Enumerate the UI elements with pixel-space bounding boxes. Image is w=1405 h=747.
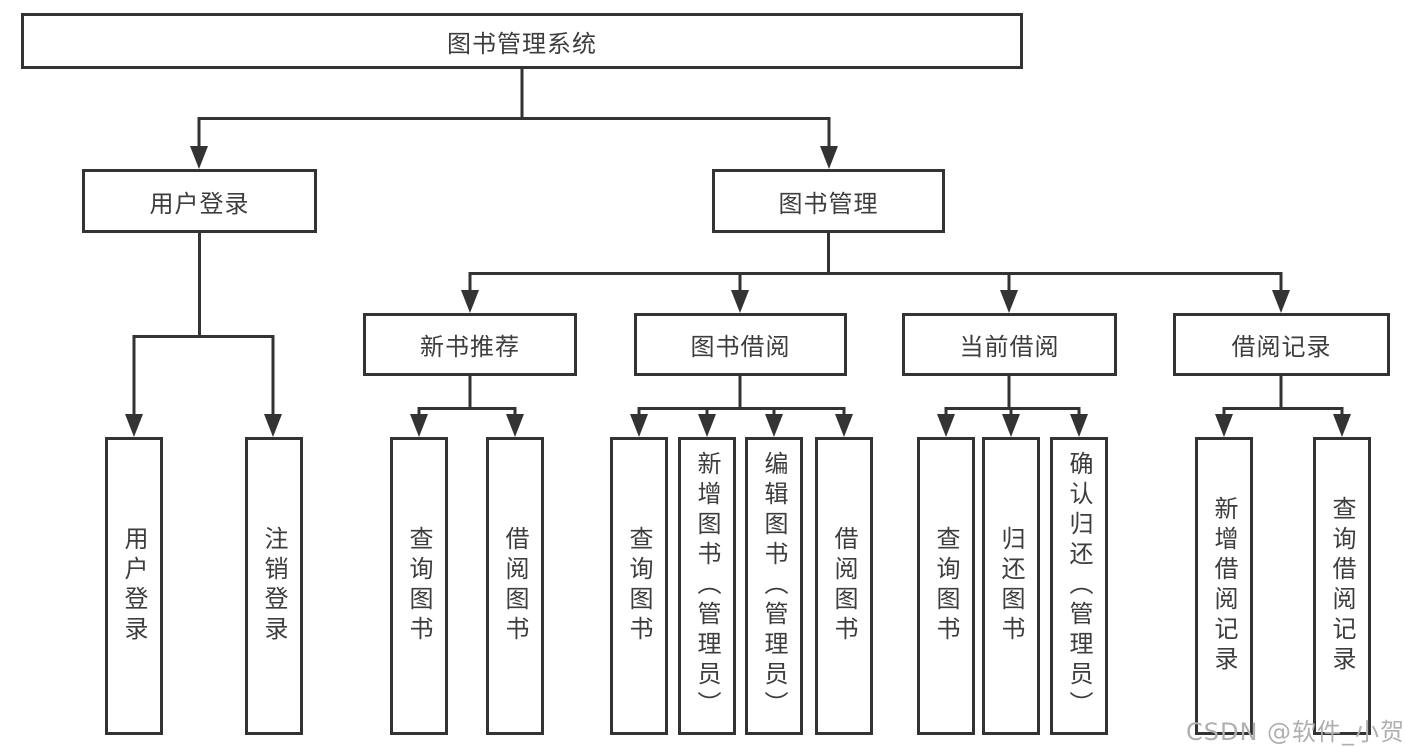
node-leaf-logout: 注销登录 <box>245 437 303 735</box>
node-leaf-query-borrow-record: 查询借阅记录 <box>1313 437 1371 735</box>
node-new-book-recommendation: 新书推荐 <box>363 313 577 376</box>
node-leaf-confirm-return-admin: 确认归还（管理员） <box>1050 437 1108 735</box>
node-leaf-add-borrow-record: 新增借阅记录 <box>1195 437 1253 735</box>
node-borrowing-records: 借阅记录 <box>1173 313 1390 376</box>
tree-edges <box>132 69 1344 416</box>
node-leaf-query-books-3: 查询图书 <box>917 437 975 735</box>
node-leaf-edit-books-admin: 编辑图书（管理员） <box>745 437 803 735</box>
node-leaf-user-login: 用户登录 <box>105 437 163 735</box>
node-book-borrowing: 图书借阅 <box>634 313 847 376</box>
node-current-borrowing: 当前借阅 <box>902 313 1117 376</box>
node-book-management-branch: 图书管理 <box>712 169 945 233</box>
node-leaf-return-books: 归还图书 <box>982 437 1040 735</box>
csdn-watermark: CSDN @软件_小贺同学 <box>1186 718 1405 746</box>
node-leaf-query-books-1: 查询图书 <box>390 437 448 735</box>
node-leaf-borrow-books-2: 借阅图书 <box>815 437 873 735</box>
arrowheads <box>125 146 1351 437</box>
node-user-login-branch: 用户登录 <box>82 169 317 233</box>
node-leaf-add-books-admin: 新增图书（管理员） <box>678 437 736 735</box>
node-leaf-query-books-2: 查询图书 <box>610 437 668 735</box>
node-leaf-borrow-books-1: 借阅图书 <box>486 437 544 735</box>
node-library-management-system: 图书管理系统 <box>21 13 1023 69</box>
